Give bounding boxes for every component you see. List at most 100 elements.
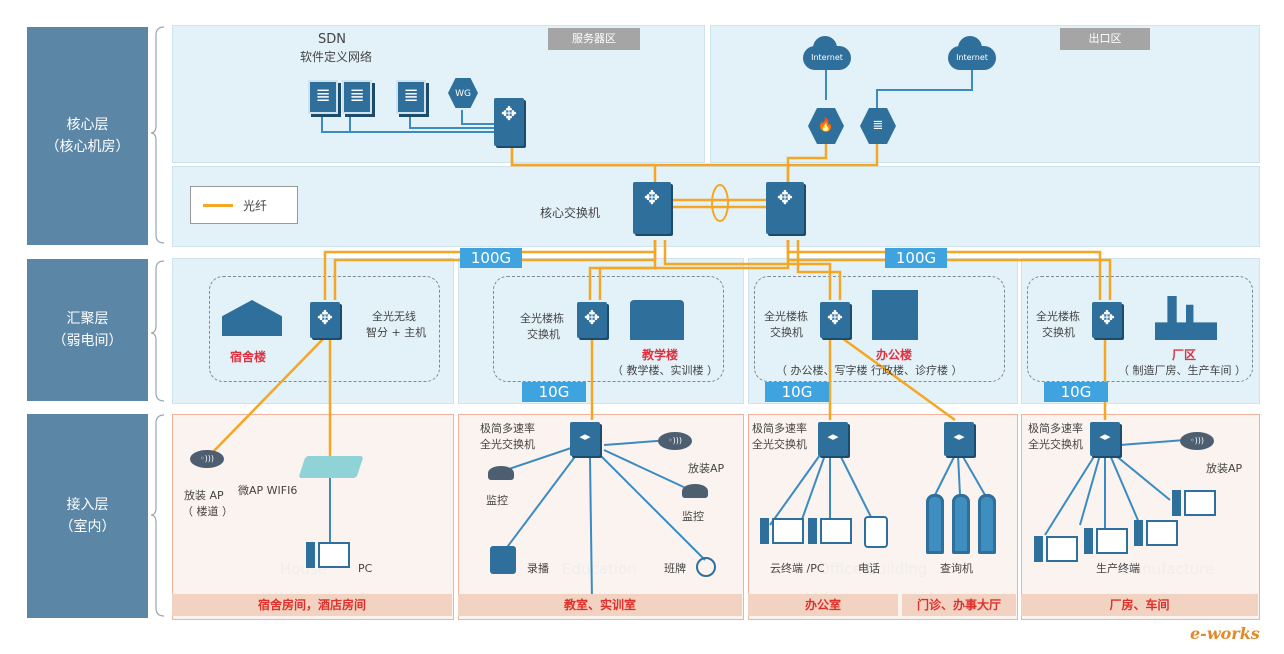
teaching-ap-icon <box>658 432 692 450</box>
teaching-group-box <box>493 276 724 382</box>
office-aggregation-switch-icon <box>820 302 850 338</box>
layer-brackets <box>150 26 165 617</box>
factory-terminal-icon-1 <box>1034 536 1078 562</box>
teaching-building-name: 教学楼 <box>642 348 679 362</box>
factory-switch-label-1: 全光楼栋 <box>1036 310 1080 323</box>
office-switch-label-1: 全光楼栋 <box>764 310 808 323</box>
recorder-icon <box>490 546 516 574</box>
office-footer-left: 办公室 <box>748 594 898 616</box>
teaching-access-switch-label-1: 极简多速率 <box>480 422 535 435</box>
uplink-bandwidth-tag-2: 100G <box>885 248 947 268</box>
office-building-detail: （ 办公楼、写字楼 行政楼、诊疗楼 ） <box>776 364 963 377</box>
class-board-icon <box>696 557 716 577</box>
dorm-ap-label-2: （ 楼道 ） <box>182 505 233 518</box>
factory-building-detail: （ 制造厂房、生产车间 ） <box>1118 364 1246 377</box>
teaching-camera-icon-1 <box>488 466 514 480</box>
teaching-building-detail: （ 教学楼、实训楼 ） <box>612 364 718 377</box>
server-icon-2 <box>342 80 372 114</box>
layer-core-label: 核心层 （核心机房） <box>27 27 148 245</box>
teaching-switch-label-2: 交换机 <box>527 328 560 341</box>
layer-aggregation-label: 汇聚层 （弱电间） <box>27 259 148 401</box>
office-kiosk-label: 查询机 <box>940 562 973 575</box>
office-terminal-icon-1 <box>760 518 804 544</box>
micro-ap-label: 微AP WIFI6 <box>238 484 298 497</box>
firewall-icon-2: ≣ <box>860 108 896 144</box>
exit-zone-label: 出口区 <box>1060 28 1150 50</box>
factory-ap-icon <box>1180 432 1214 450</box>
teaching-access-switch-icon <box>570 422 600 456</box>
dorm-footer: 宿舍房间，酒店房间 <box>172 594 452 616</box>
dorm-corridor-ap-icon <box>190 450 224 468</box>
fiber-legend-line-icon <box>203 204 233 207</box>
access-dorm-panel <box>172 414 454 620</box>
aggregation-factory-panel <box>1021 258 1260 404</box>
teaching-aggregation-switch-icon <box>577 302 607 338</box>
factory-access-switch-label-2: 全光交换机 <box>1028 438 1083 451</box>
downlink-bandwidth-tag-teaching: 10G <box>522 382 586 402</box>
kiosk-icon-2 <box>952 494 970 554</box>
teaching-building-icon <box>630 300 684 340</box>
fiber-legend-label: 光纤 <box>243 199 268 213</box>
dorm-pc-label: PC <box>358 562 373 575</box>
class-board-label: 班牌 <box>664 562 686 575</box>
office-terminal-label: 云终端 /PC <box>770 562 825 575</box>
watermark-factory: Manufacture <box>1120 560 1215 578</box>
office-switch-label-2: 交换机 <box>770 326 803 339</box>
downlink-bandwidth-tag-office: 10G <box>765 382 829 402</box>
watermark-teaching: Education <box>562 560 637 578</box>
downlink-bandwidth-tag-factory: 10G <box>1044 382 1108 402</box>
core-switch-label: 核心交换机 <box>540 206 601 220</box>
micro-ap-icon <box>298 456 364 478</box>
office-access-switch-label-2: 全光交换机 <box>752 438 807 451</box>
office-group-box <box>754 276 1005 382</box>
office-phone-icon <box>864 516 888 548</box>
core-switch-icon-2 <box>766 182 804 234</box>
internet-cloud-icon-2: Internet <box>948 36 996 70</box>
teaching-camera-label-1: 监控 <box>486 494 508 507</box>
firewall-icon-1: 🔥 <box>808 108 844 144</box>
office-phone-label: 电话 <box>858 562 880 575</box>
factory-switch-label-2: 交换机 <box>1042 326 1075 339</box>
sdn-controller-switch-icon <box>494 98 524 146</box>
server-icon-1 <box>308 80 338 114</box>
dorm-ap-label-1: 放装 AP <box>184 489 224 502</box>
dorm-aggregation-switch-icon <box>310 302 340 338</box>
e-works-logo: e-works <box>1190 624 1260 643</box>
factory-aggregation-switch-icon <box>1092 302 1122 338</box>
server-icon-3 <box>396 80 426 114</box>
factory-terminal-icon-2 <box>1084 528 1128 554</box>
watermark-office: Office Building <box>818 560 928 578</box>
dorm-switch-label-2: 智分 + 主机 <box>366 326 427 339</box>
factory-group-box <box>1027 276 1253 382</box>
teaching-switch-label-1: 全光楼栋 <box>520 312 564 325</box>
teaching-footer: 教室、实训室 <box>458 594 742 616</box>
office-building-name: 办公楼 <box>876 348 913 362</box>
dorm-pc-icon <box>306 542 350 568</box>
office-terminal-icon-2 <box>808 518 852 544</box>
access-factory-panel <box>1021 414 1260 620</box>
fiber-legend: 光纤 <box>190 186 298 224</box>
factory-footer: 厂房、车间 <box>1021 594 1258 616</box>
office-building-icon <box>872 290 918 340</box>
office-access-switch-label-1: 极简多速率 <box>752 422 807 435</box>
recorder-label: 录播 <box>527 562 549 575</box>
teaching-ap-label: 放装AP <box>688 462 725 475</box>
teaching-access-switch-label-2: 全光交换机 <box>480 438 535 451</box>
factory-terminal-icon-3 <box>1134 520 1178 546</box>
factory-ap-label: 放装AP <box>1206 462 1243 475</box>
teaching-camera-label-2: 监控 <box>682 510 704 523</box>
uplink-bandwidth-tag-1: 100G <box>460 248 522 268</box>
teaching-camera-icon-2 <box>682 484 708 498</box>
factory-building-name: 厂区 <box>1172 348 1197 362</box>
factory-access-switch-label-1: 极简多速率 <box>1028 422 1083 435</box>
sdn-subtitle: 软件定义网络 <box>300 50 373 64</box>
factory-terminal-icon-4 <box>1172 490 1216 516</box>
kiosk-icon-3 <box>978 494 996 554</box>
factory-access-switch-icon <box>1090 422 1120 456</box>
watermark-dorm: House <box>280 560 328 578</box>
internet-cloud-icon-1: Internet <box>803 36 851 70</box>
access-teaching-panel <box>458 414 744 620</box>
sdn-title: SDN <box>318 32 346 47</box>
factory-terminal-label: 生产终端 <box>1096 562 1140 575</box>
